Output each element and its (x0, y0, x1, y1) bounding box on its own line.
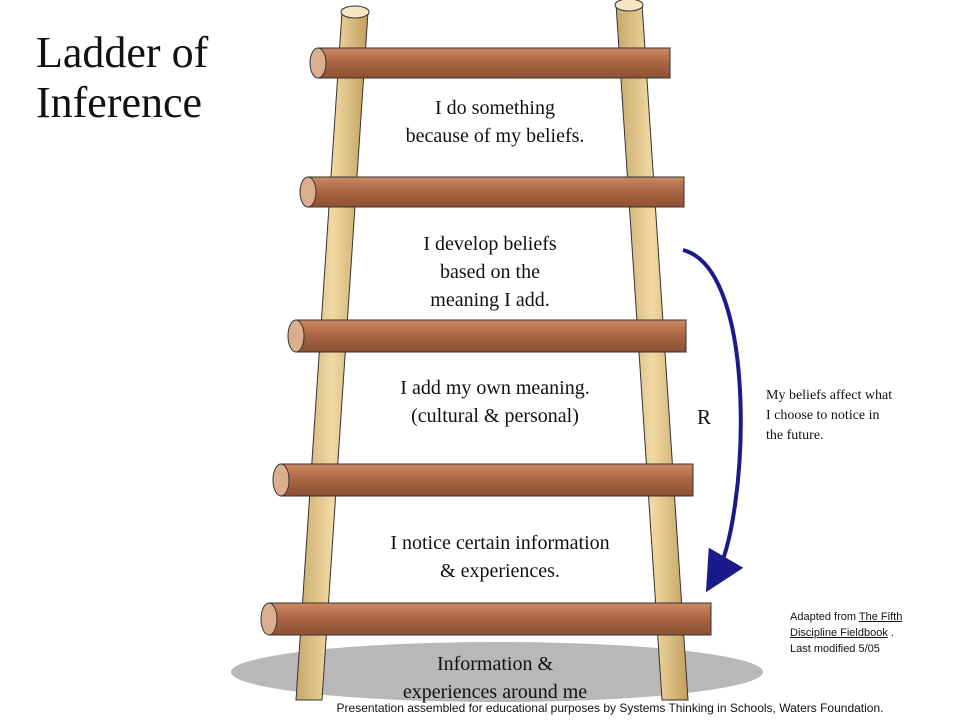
last-modified: Last modified 5/05 (790, 643, 880, 655)
title-line-1: Ladder of (36, 28, 209, 77)
rung-4 (272, 463, 694, 497)
step-beliefs: I develop beliefs based on the meaning I… (423, 233, 557, 311)
rung-1 (309, 47, 671, 79)
loop-label: R (697, 405, 712, 429)
rung-2 (299, 176, 685, 208)
step-meaning: I add my own meaning. (cultural & person… (400, 377, 590, 427)
rung-5 (260, 602, 712, 636)
step-notice: I notice certain information & experienc… (390, 532, 610, 582)
feedback-arrow (682, 248, 744, 593)
ground-ellipse (231, 642, 763, 702)
rung-3 (287, 319, 687, 353)
title-line-2: Inference (36, 78, 203, 127)
footer-note: Presentation assembled for educational p… (336, 701, 884, 715)
left-rail (295, 5, 370, 701)
book-link[interactable]: The Fifth Discipline Fieldbook (790, 611, 903, 639)
step-act: I do something because of my beliefs. (405, 97, 585, 147)
loop-note: My beliefs affect what I choose to notic… (766, 388, 893, 443)
base-label: Information & experiences around me (402, 653, 588, 703)
page-title: Ladder of Inference (36, 28, 208, 128)
source-credit: Adapted from The Fifth Discipline Fieldb… (790, 609, 950, 657)
